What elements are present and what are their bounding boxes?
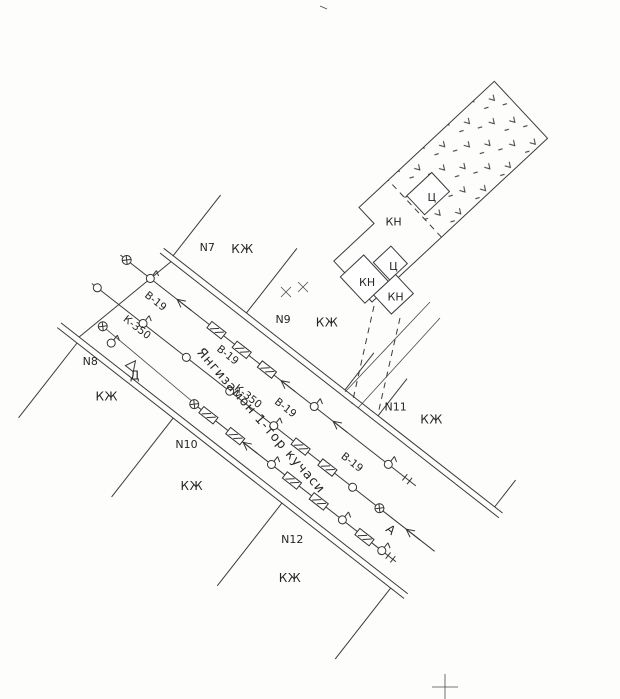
access-path-line-2 [357,317,441,409]
manhole-symbol [336,509,353,527]
street-bottom-edge-line-1 [60,322,409,595]
flow-arrow-icon [174,295,195,315]
x-mark-2 [297,281,309,293]
flow-arrow-icon [240,438,261,458]
kn-annex-box-2 [372,273,415,315]
parcel-divider-bottom-2 [111,417,174,498]
water-line-label: В-19 [142,289,169,313]
utility-well-symbol [206,320,227,340]
parcel-divider-bottom-1 [18,342,78,419]
parcel-type-n11: КЖ [420,412,442,426]
building-ts-annex-label: Ц [389,260,398,273]
street-top-edge-line-1 [163,247,503,514]
building-ts-label: Ц [428,191,437,204]
manhole-symbol [91,281,104,294]
triangle-point-symbol [124,359,137,373]
parcel-type-n9: КЖ [316,316,338,330]
valve-symbol [372,501,387,516]
parcel-divider-top-4 [377,378,408,417]
parcel-divider-top-2 [246,248,298,314]
utility-well-symbol [308,492,329,511]
pipe-end-tick [389,555,396,563]
x-mark-1 [280,286,292,298]
flow-arrow-icon [403,525,424,544]
street-bottom-edge-line-2 [57,327,405,599]
parcel-divider-top-1 [172,194,221,256]
parcel-number-n10: N10 [175,438,197,451]
parcel-number-n7: N7 [200,241,215,254]
survey-x-marks [280,281,309,298]
parcel-number-n11: N11 [385,401,407,414]
block-street-connector-dashed-2 [377,317,401,415]
building-kn-annex-label-2: КН [388,290,404,303]
utility-well-symbol [225,426,246,446]
parcel-divider-top-5 [494,479,516,508]
parcel-divider-top-3 [344,352,375,391]
building-kn-label: КН [386,215,402,228]
manhole-symbol [265,453,283,472]
parcel-type-n7: КЖ [231,242,253,256]
flow-arrow-icon [278,376,299,396]
building-block-group: КН Ц КН Ц КН [333,80,549,315]
building-block-hatched-area [388,81,548,238]
manhole-symbol [308,395,325,414]
register-cross-mark [432,674,458,699]
parcel-type-n12: КЖ [279,571,301,585]
valve-symbol [119,253,134,267]
street-end-cap-line [78,261,172,338]
parcel-number-n8: N8 [83,355,98,368]
parcel-type-n10: КЖ [181,479,203,493]
building-block-outline [333,80,549,303]
parcel-number-n9: N9 [275,313,290,326]
ts-compartment-box [406,171,451,216]
parcel-divider-bottom-4 [334,587,392,660]
manhole-symbol [382,453,399,472]
parcel-number-n12: N12 [281,533,303,546]
parcel-type-n8: КЖ [95,390,117,404]
utility-well-symbol [198,406,219,425]
block-street-connector-dashed-1 [351,305,375,405]
building-kn-annex-label-1: КН [359,276,375,289]
manhole-symbol [144,267,161,286]
utility-well-symbol [317,458,338,477]
block-inner-divider-dashed [387,179,442,238]
street-top-edge-line-2 [159,252,500,519]
ts-annex-box [372,245,409,281]
street-group: В-19 В-19 В-19 В-19 К-350 К-350 Янгизамо… [18,194,516,660]
water-line-label: В-19 [272,396,299,420]
utility-well-symbol [354,527,375,547]
flow-arrow-icon [330,417,351,437]
manhole-symbol [346,481,359,494]
pipe-end-tick [385,551,392,560]
pipe-end-tick [406,477,413,485]
manhole-symbol [180,351,193,364]
point-marker-d: Д [130,368,139,382]
section-marker-a: А [383,522,399,539]
access-path-line-1 [344,301,431,393]
top-edge-mark [319,5,328,10]
pipe-end-tick [401,473,408,481]
utility-well-symbol [256,360,277,379]
parcel-divider-bottom-3 [216,502,283,587]
water-line-label: В-19 [339,450,366,474]
